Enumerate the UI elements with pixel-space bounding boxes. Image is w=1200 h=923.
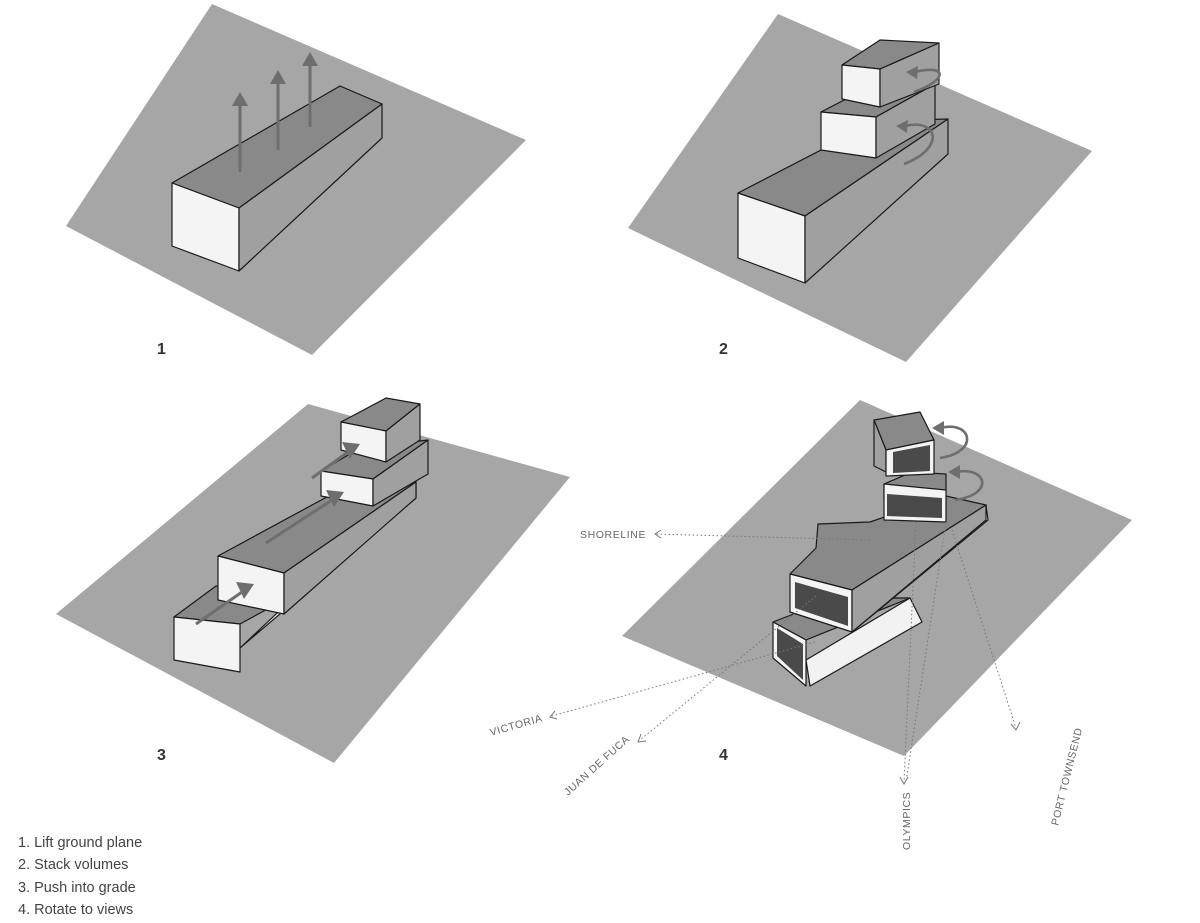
view-sight-lines xyxy=(549,521,1021,786)
olympics-sightline xyxy=(903,521,917,783)
stack-curl-head-1 xyxy=(906,66,918,79)
legend-item-3: 3. Push into grade xyxy=(18,879,136,896)
stack-curl-arrow-1 xyxy=(913,68,941,94)
lift-arrow-head-1 xyxy=(232,92,248,106)
panel-3: 3 xyxy=(56,397,570,764)
port-townsend-sightline xyxy=(951,529,1017,729)
juan-de-fuca-sightline-head xyxy=(637,733,647,743)
lift-arrow-head-2 xyxy=(270,70,286,84)
middle-front-2 xyxy=(820,111,877,159)
panel-4: SHORELINE VICTORIA JUAN DE FUCA OLYMPICS… xyxy=(489,400,1132,850)
rotate-curl-head-1 xyxy=(932,421,944,435)
push-arrow-head-1 xyxy=(236,582,254,599)
bar-side-1 xyxy=(238,103,383,272)
legend-item-2: 2. Stack volumes xyxy=(18,857,129,874)
panel-number-4: 4 xyxy=(719,747,728,764)
upper-front-2 xyxy=(841,64,881,108)
rotate-curl-head-2 xyxy=(948,465,960,479)
push-arrow-3 xyxy=(311,450,349,480)
lift-arrow-head-3 xyxy=(302,52,318,66)
push-arrow-2 xyxy=(265,498,333,545)
tall-box-opening-4 xyxy=(893,445,930,473)
steps-legend: 1. Lift ground plane 2. Stack volumes 3.… xyxy=(18,832,142,921)
view-label-olympics: OLYMPICS xyxy=(901,792,913,850)
middle-slab-opening-4 xyxy=(795,582,848,626)
panel-number-3: 3 xyxy=(157,747,166,764)
upper-side-3 xyxy=(385,403,421,463)
push-arrow-head-2 xyxy=(326,490,344,507)
lift-arrows xyxy=(232,52,318,172)
panel-number-2: 2 xyxy=(719,341,728,358)
legend-item-4: 4. Rotate to views xyxy=(18,901,134,918)
panel-1: 1 xyxy=(66,4,526,358)
panel-2: 2 xyxy=(628,14,1092,362)
bottom-ramp-wedge-4 xyxy=(805,597,923,687)
middle-side-2 xyxy=(875,83,936,159)
victoria-sightline-head xyxy=(549,710,558,720)
upper-side-2 xyxy=(879,42,940,108)
view-label-juan-de-fuca: JUAN DE FUCA xyxy=(562,733,632,798)
lower-step-front-3 xyxy=(173,616,241,673)
view-label-port-townsend: PORT TOWNSEND xyxy=(1049,726,1085,826)
push-arrow-head-3 xyxy=(342,442,360,459)
main-bar-side-3 xyxy=(283,481,417,615)
victoria-sightline xyxy=(551,641,816,717)
bottom-box-opening-4 xyxy=(777,628,803,680)
panel-number-1: 1 xyxy=(157,341,166,358)
rotate-curl-arrow-1 xyxy=(939,425,969,460)
view-label-victoria: VICTORIA xyxy=(489,712,544,738)
rotate-curl-arrow-2 xyxy=(954,469,984,502)
stack-curl-head-2 xyxy=(896,120,908,133)
push-arrow-1 xyxy=(195,590,243,626)
middle-slab-side-4 xyxy=(851,504,987,633)
middle-side-3 xyxy=(372,439,429,507)
shoreline-sightline-head xyxy=(654,529,662,539)
port-townsend-sightline-head xyxy=(1010,721,1021,731)
legend-item-1: 1. Lift ground plane xyxy=(18,835,143,851)
view-label-shoreline: SHORELINE xyxy=(580,529,646,541)
stack-curl-arrow-2 xyxy=(903,123,934,166)
lower-upper-opening-4 xyxy=(887,494,942,518)
